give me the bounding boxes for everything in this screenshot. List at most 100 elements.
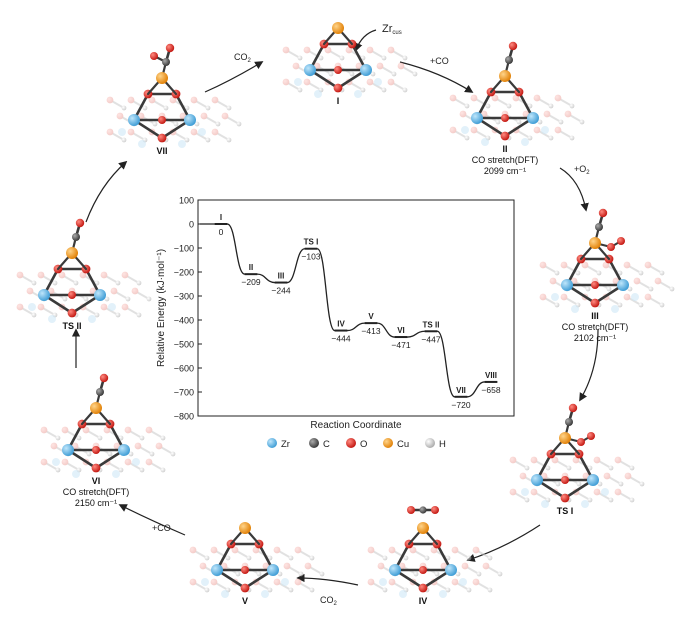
zr-node xyxy=(128,46,196,143)
zirconium-atom xyxy=(118,444,130,456)
co-stretch-note: CO stretch(DFT) xyxy=(63,487,130,497)
y-tick-label: −300 xyxy=(174,292,194,302)
structure-vii: VII xyxy=(106,43,242,156)
legend-label: H xyxy=(439,439,446,450)
mof-framework xyxy=(282,46,418,98)
state-label: II xyxy=(249,263,253,272)
adsorbate xyxy=(239,522,251,534)
carbon-atom xyxy=(505,56,513,64)
energy-curve xyxy=(200,223,498,398)
label-co2-release-bottom: CO2 xyxy=(320,595,338,607)
zr-node xyxy=(62,376,130,473)
structure-label: TS II xyxy=(62,321,81,331)
carbon-atom xyxy=(96,388,104,396)
oxygen-atom xyxy=(561,476,569,484)
zirconium-atom xyxy=(471,112,483,124)
mof-framework xyxy=(40,426,176,478)
arrow-v-to-vi xyxy=(118,504,186,536)
co-stretch-note: CO stretch(DFT) xyxy=(472,155,539,165)
state-label: VI xyxy=(397,326,405,335)
structure-v: V xyxy=(189,522,325,606)
oxygen-atom xyxy=(241,566,249,574)
arrow-iv-to-v xyxy=(296,573,359,586)
oxygen-atom xyxy=(508,41,518,51)
arrow-ii-to-iii xyxy=(559,167,589,212)
y-tick-label: 0 xyxy=(189,220,194,230)
adsorbate xyxy=(332,22,344,34)
zr-node xyxy=(304,26,372,93)
label-co-add-top: +CO xyxy=(430,56,449,66)
state-value-label: −209 xyxy=(241,277,260,287)
adsorbate xyxy=(589,208,625,251)
mof-framework xyxy=(189,546,325,598)
legend-swatch-c xyxy=(309,438,319,448)
state-value-label: −103 xyxy=(301,252,320,262)
oxygen-atom xyxy=(92,446,100,454)
state-label: TS I xyxy=(304,238,319,247)
oxygen-atom xyxy=(568,403,578,413)
mof-framework xyxy=(509,456,645,508)
arrow-tsii-to-vii xyxy=(85,160,128,223)
adsorbate xyxy=(90,373,109,414)
state-value-label: −658 xyxy=(481,385,500,395)
co-stretch-note: 2099 cm⁻¹ xyxy=(484,166,526,176)
co-stretch-note: CO stretch(DFT) xyxy=(562,322,629,332)
y-tick-label: −400 xyxy=(174,316,194,326)
structure-label: II xyxy=(502,144,507,154)
oxygen-atom xyxy=(333,83,343,93)
oxygen-atom xyxy=(158,116,166,124)
structure-iv: IV xyxy=(367,506,503,606)
zirconium-atom xyxy=(587,474,599,486)
oxygen-atom xyxy=(67,308,77,318)
legend-swatch-cu xyxy=(383,438,393,448)
y-tick-label: −200 xyxy=(174,268,194,278)
carbon-atom xyxy=(565,418,573,426)
state-label: VII xyxy=(456,386,466,395)
oxygen-atom xyxy=(560,493,570,503)
structure-label: III xyxy=(591,311,599,321)
structure-tsi: TS I xyxy=(509,403,645,516)
state-label: I xyxy=(220,213,222,222)
zirconium-atom xyxy=(128,114,140,126)
adsorbate xyxy=(150,43,175,84)
state-value-label: −720 xyxy=(451,400,470,410)
copper-atom xyxy=(332,22,344,34)
oxygen-atom xyxy=(240,583,250,593)
label-o2-add: +O2 xyxy=(574,164,590,176)
state-value-label: −471 xyxy=(391,340,410,350)
arrow-iii-to-tsi xyxy=(579,329,599,402)
state-label: IV xyxy=(337,320,345,329)
zr-node xyxy=(38,221,106,318)
state-label: TS II xyxy=(423,320,440,329)
oxygen-atom xyxy=(419,566,427,574)
zr-cus-label: Zrcus xyxy=(382,23,402,36)
mof-framework xyxy=(106,96,242,148)
zirconium-atom xyxy=(184,114,196,126)
oxygen-atom xyxy=(501,114,509,122)
oxygen-atom xyxy=(500,131,510,141)
zirconium-atom xyxy=(527,112,539,124)
mof-framework xyxy=(367,546,503,598)
y-axis-label: Relative Energy (kJ·mol⁻¹) xyxy=(156,249,167,367)
oxygen-atom xyxy=(75,218,85,228)
zirconium-atom xyxy=(94,289,106,301)
y-tick-label: −100 xyxy=(174,244,194,254)
legend-label: O xyxy=(360,439,367,450)
zr-node xyxy=(531,406,599,503)
mof-framework xyxy=(16,271,152,323)
zr-cus-pointer xyxy=(354,29,377,52)
oxygen-atom xyxy=(157,133,167,143)
y-tick-label: −600 xyxy=(174,364,194,374)
copper-atom xyxy=(156,72,168,84)
zirconium-atom xyxy=(267,564,279,576)
zirconium-atom xyxy=(617,279,629,291)
zr-node xyxy=(389,526,457,593)
